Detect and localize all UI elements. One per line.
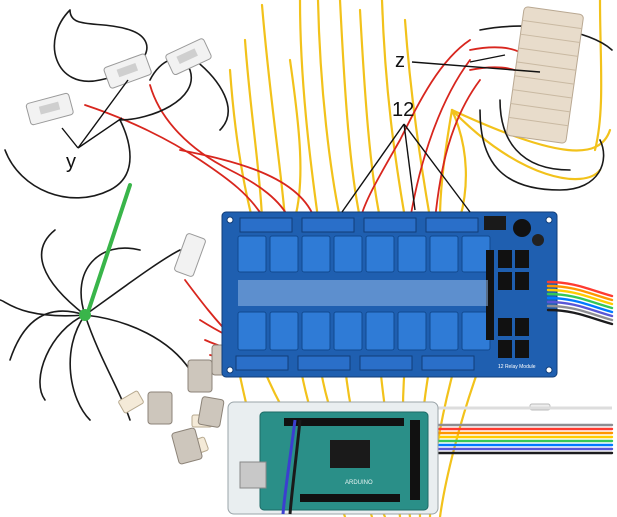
relays-bottom-row bbox=[237, 311, 491, 351]
arduino-mega: ARDUINO bbox=[227, 401, 439, 515]
driver-chips bbox=[486, 250, 529, 358]
micro-switch-3 bbox=[165, 38, 212, 76]
green-cable-tie bbox=[79, 183, 132, 321]
acrylic-strip bbox=[238, 280, 488, 306]
connector-strip-z bbox=[506, 6, 584, 144]
micro-switch-4 bbox=[174, 233, 206, 277]
bottom-terminal-row bbox=[235, 355, 475, 371]
capacitors bbox=[484, 216, 544, 246]
ribbon-cable-relay bbox=[546, 280, 614, 326]
ribbon-cable-arduino bbox=[423, 423, 614, 455]
label-z: z bbox=[395, 50, 405, 72]
annotation-lines bbox=[61, 54, 541, 213]
label-12: 12 bbox=[392, 99, 414, 121]
relay-module-board: 12 Relay Module bbox=[221, 211, 558, 378]
top-terminal-row bbox=[239, 217, 479, 233]
micro-switch-1 bbox=[25, 92, 74, 126]
arduino-logo-text: ARDUINO bbox=[345, 480, 373, 486]
black-wires bbox=[0, 9, 613, 421]
micro-switch-2 bbox=[103, 53, 152, 89]
relay-module-silkscreen: 12 Relay Module bbox=[498, 364, 536, 370]
label-y: y bbox=[66, 151, 76, 173]
relays-top-row bbox=[237, 235, 491, 273]
limit-switch-cluster bbox=[147, 344, 235, 465]
mounting-holes bbox=[226, 216, 553, 374]
